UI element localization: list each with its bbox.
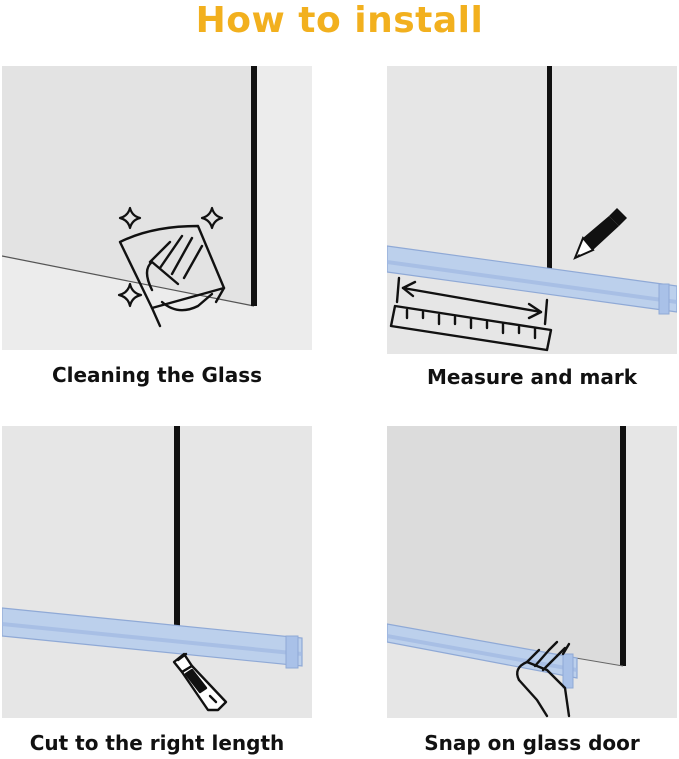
step-4-illustration bbox=[387, 426, 677, 718]
ruler-icon bbox=[389, 276, 553, 352]
step-2-panel bbox=[387, 66, 677, 354]
step-3-caption: Cut to the right length bbox=[29, 731, 285, 755]
step-1-illustration bbox=[2, 66, 257, 328]
hand-pressing-icon bbox=[516, 640, 571, 718]
sparkle-icon bbox=[117, 206, 224, 308]
step-4-caption: Snap on glass door bbox=[424, 731, 640, 755]
step-1-panel bbox=[2, 66, 312, 350]
step-3-illustration bbox=[2, 426, 312, 718]
step-2-illustration bbox=[387, 66, 677, 354]
step-4-panel bbox=[387, 426, 677, 718]
pencil-icon bbox=[573, 208, 627, 260]
hand-wiping-cloth-icon bbox=[118, 224, 226, 328]
page-title: How to install bbox=[195, 0, 484, 41]
step-1-caption: Cleaning the Glass bbox=[51, 363, 263, 387]
step-2-caption: Measure and mark bbox=[426, 365, 637, 389]
step-3-panel bbox=[2, 426, 312, 718]
utility-knife-icon bbox=[172, 652, 228, 712]
